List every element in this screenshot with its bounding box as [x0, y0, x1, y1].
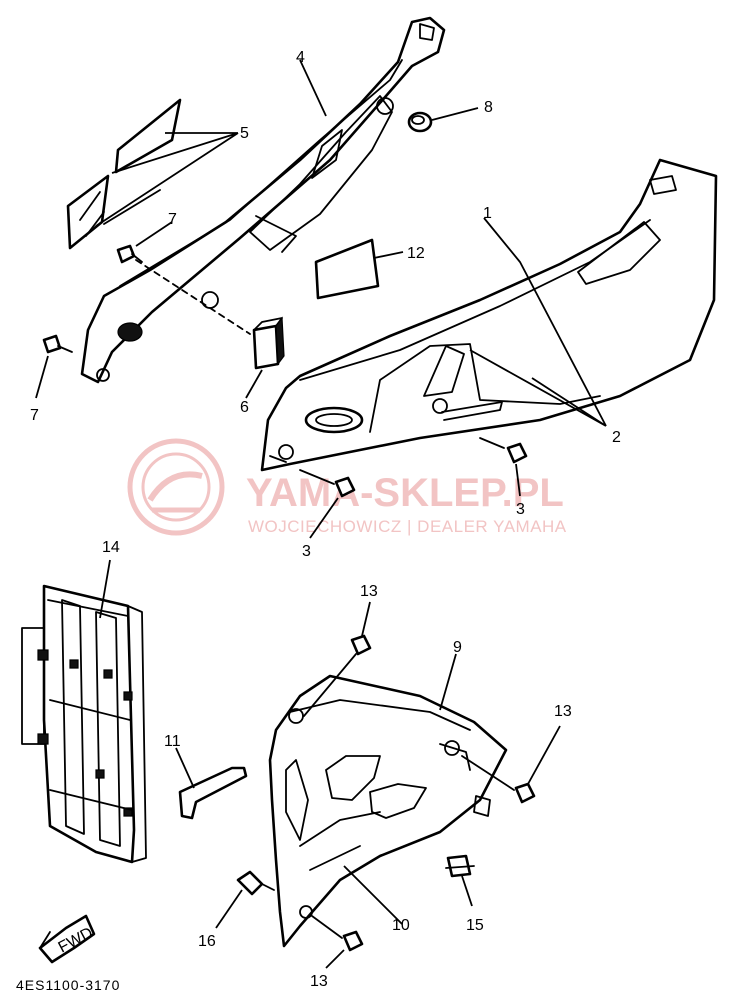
watermark-main-text: YAMA-SKLEP.PL — [246, 471, 564, 515]
leader-13-right — [527, 725, 561, 785]
bolt-3-left — [299, 469, 356, 498]
screw-7-lower — [42, 334, 73, 354]
leader-4 — [299, 59, 327, 117]
leader-7-upper — [135, 221, 173, 247]
fwd-arrow-icon: FWD — [38, 914, 96, 964]
damper-6 — [252, 316, 285, 370]
leader-1-2 — [469, 217, 607, 427]
leader-14 — [99, 559, 111, 619]
watermark: YAMA-SKLEP.PL WOJCIECHOWICZ | DEALER YAM… — [127, 438, 567, 536]
callout-13-bottom: 13 — [310, 973, 328, 990]
leader-15 — [461, 875, 473, 907]
callout-4: 4 — [296, 49, 305, 66]
bolt-13-bottom — [311, 915, 364, 952]
fastener-path-7 — [135, 259, 251, 335]
leader-13-bottom — [325, 949, 345, 969]
watermark-sub-text: WOJCIECHOWICZ | DEALER YAMAHA — [248, 517, 567, 536]
watermark-logo-icon — [127, 438, 225, 536]
callout-9: 9 — [453, 639, 462, 656]
callout-7-upper: 7 — [168, 211, 177, 228]
callout-2: 2 — [612, 429, 621, 446]
leader-12 — [373, 251, 404, 259]
callout-3-left: 3 — [302, 543, 311, 560]
side-cover-left-4 — [80, 16, 446, 384]
leader-5 — [95, 132, 239, 227]
grommet-8 — [407, 111, 433, 133]
callout-8: 8 — [484, 99, 493, 116]
shroud-9 — [268, 674, 508, 948]
callout-10: 10 — [392, 917, 410, 934]
bolt-13-right — [461, 755, 536, 804]
leader-8 — [431, 107, 479, 121]
callout-13-right: 13 — [554, 703, 572, 720]
diagram-code: 4ES1100-3170 — [16, 977, 120, 993]
callout-13-top: 13 — [360, 583, 378, 600]
bolt-13-top — [303, 634, 372, 717]
nut-clip-15 — [445, 854, 475, 878]
leader-13-top — [361, 601, 371, 637]
screw-7-upper — [116, 244, 143, 264]
label-plate-12 — [314, 238, 380, 300]
leader-9-10 — [343, 653, 457, 925]
leader-7-lower — [35, 355, 49, 399]
callout-14: 14 — [102, 539, 120, 556]
leader-6 — [245, 369, 263, 399]
callout-6: 6 — [240, 399, 249, 416]
bracket-11 — [178, 766, 248, 820]
callout-15: 15 — [466, 917, 484, 934]
callout-16: 16 — [198, 933, 216, 950]
side-cover-right-1 — [260, 158, 718, 472]
callout-11: 11 — [164, 733, 181, 750]
decal-5 — [66, 98, 182, 250]
radiator-guard-14 — [21, 584, 147, 864]
callout-5: 5 — [240, 125, 249, 142]
leader-3 — [309, 463, 521, 539]
callout-12: 12 — [407, 245, 425, 262]
callout-1: 1 — [483, 205, 492, 222]
clip-16 — [236, 870, 275, 896]
callout-7-lower: 7 — [30, 407, 39, 424]
callout-3-right: 3 — [516, 501, 525, 518]
leader-16 — [215, 889, 243, 929]
leader-11 — [175, 747, 195, 789]
bolt-3-right — [479, 437, 528, 464]
